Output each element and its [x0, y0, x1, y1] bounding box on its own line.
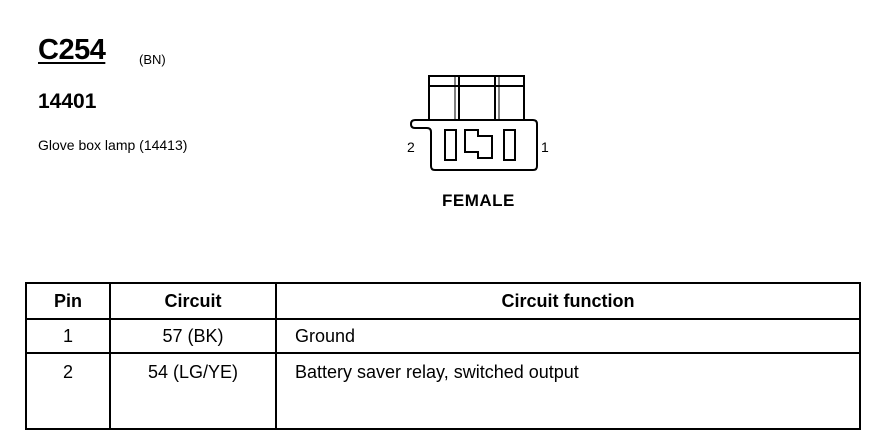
header-circuit-function: Circuit function	[275, 282, 861, 320]
table-header-row: Pin Circuit Circuit function	[25, 282, 861, 320]
connector-latch	[428, 75, 525, 121]
pin-cavity-1	[503, 129, 516, 161]
table-row: 1 57 (BK) Ground	[25, 318, 861, 354]
pin-cavity-2	[444, 129, 457, 161]
cell-circuit: 57 (BK)	[109, 318, 277, 354]
cell-function: Battery saver relay, switched output	[275, 352, 861, 430]
connector-color-code: (BN)	[139, 52, 166, 67]
table-row: 2 54 (LG/YE) Battery saver relay, switch…	[25, 352, 861, 430]
connector-gender: FEMALE	[442, 191, 515, 210]
pin-label-right: 1	[541, 139, 549, 155]
cell-function: Ground	[275, 318, 861, 354]
header-pin: Pin	[25, 282, 111, 320]
part-number: 14401	[38, 90, 97, 113]
connector-description: Glove box lamp (14413)	[38, 137, 188, 153]
center-key	[464, 129, 493, 159]
header-circuit: Circuit	[109, 282, 277, 320]
cell-circuit: 54 (LG/YE)	[109, 352, 277, 430]
cell-pin: 1	[25, 318, 111, 354]
pin-table: Pin Circuit Circuit function 1 57 (BK) G…	[25, 282, 861, 430]
pin-label-left: 2	[407, 139, 415, 155]
connector-id: C254	[38, 34, 106, 66]
connector-face-diagram	[409, 75, 538, 171]
cell-pin: 2	[25, 352, 111, 430]
connector-body	[409, 119, 538, 171]
